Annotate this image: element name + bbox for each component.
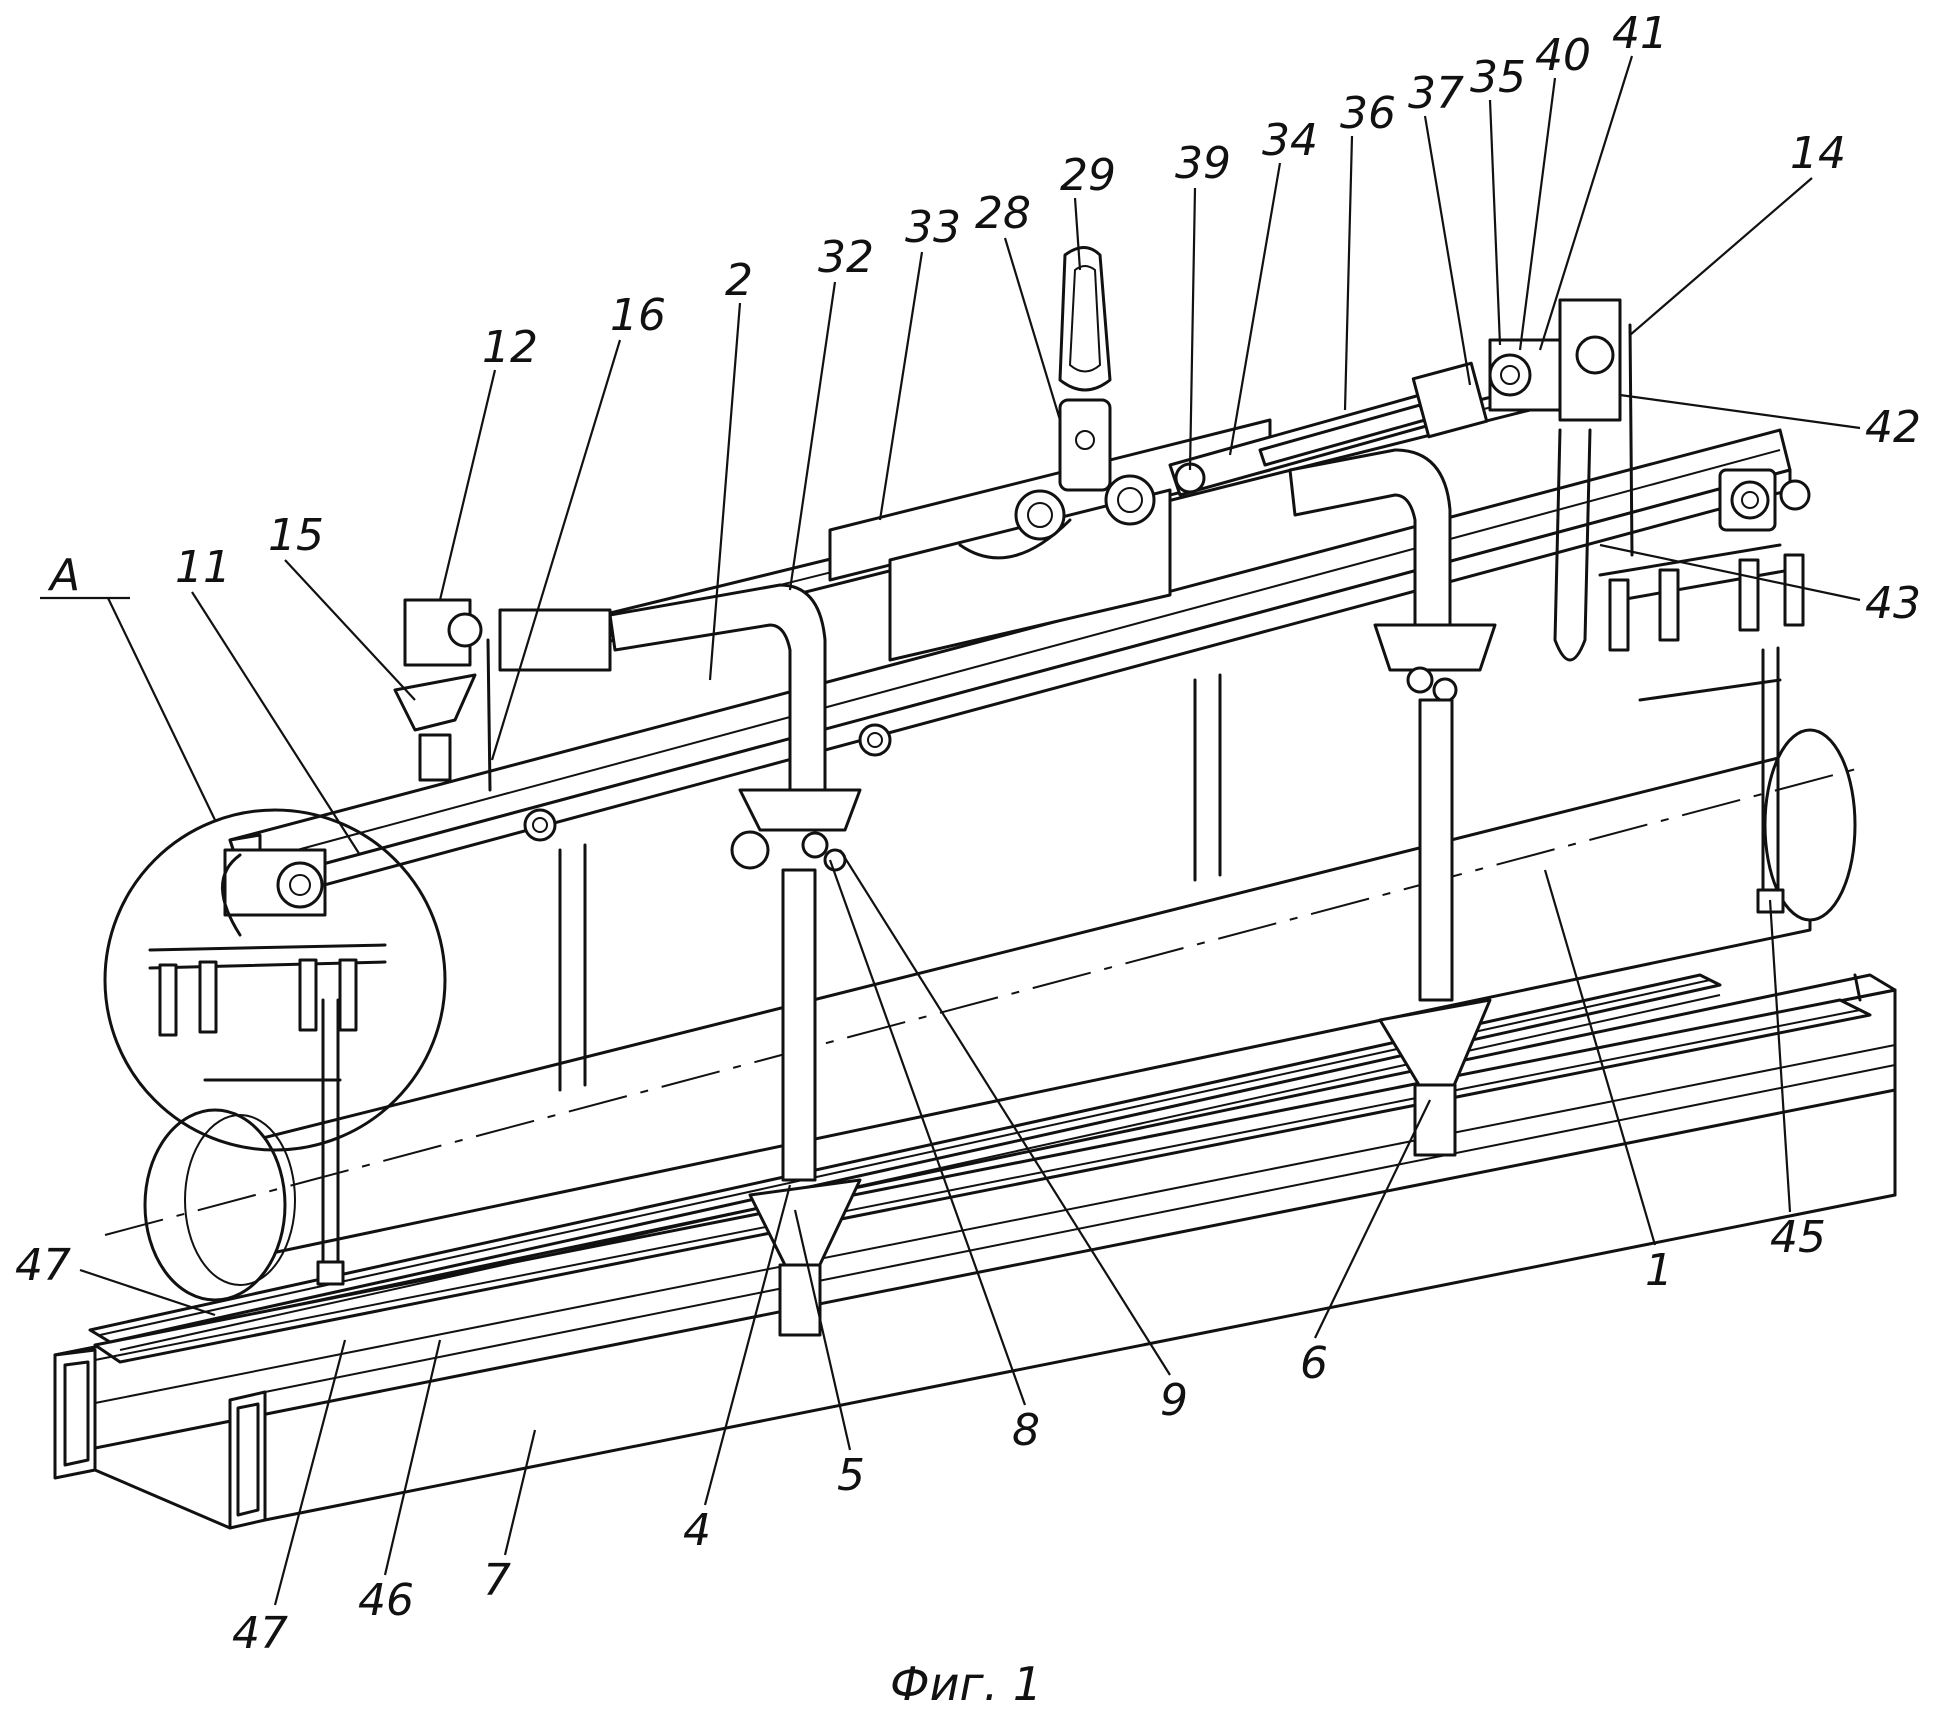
label-11: 11	[175, 542, 231, 593]
label-29: 29	[1060, 150, 1116, 201]
label-5: 5	[837, 1450, 865, 1501]
label-47-top: 47	[15, 1240, 71, 1291]
right-arm	[1288, 448, 1497, 1157]
label-36: 36	[1340, 88, 1396, 139]
label-43: 43	[1865, 578, 1921, 629]
detail-view-A	[103, 808, 447, 1286]
view-label-A-leader	[107, 597, 216, 821]
label-8: 8	[1012, 1405, 1040, 1456]
label-28: 28	[975, 188, 1031, 239]
cylinder	[1168, 361, 1489, 497]
main-beam	[228, 428, 1792, 1092]
label-46: 46	[358, 1575, 414, 1626]
label-41: 41	[1612, 8, 1668, 59]
pipe	[104, 728, 1861, 1302]
left-drive	[393, 598, 612, 792]
label-40: 40	[1535, 30, 1591, 81]
view-label-A: A	[47, 550, 80, 601]
right-drive	[1488, 298, 1811, 662]
label-33: 33	[905, 202, 961, 253]
label-45: 45	[1770, 1212, 1826, 1263]
label-7: 7	[483, 1555, 511, 1606]
part-labels: A 12 16 2 32 33 28 29 39 34 36 37 35 40 …	[15, 8, 1921, 1659]
label-47-bottom: 47	[232, 1608, 288, 1659]
label-1: 1	[1645, 1245, 1673, 1296]
label-35: 35	[1470, 52, 1526, 103]
label-34: 34	[1262, 115, 1318, 166]
label-6: 6	[1300, 1338, 1328, 1389]
label-2: 2	[725, 255, 753, 306]
label-16: 16	[610, 290, 666, 341]
label-42: 42	[1865, 402, 1921, 453]
left-arm	[608, 583, 862, 1337]
label-9: 9	[1160, 1375, 1188, 1426]
label-15: 15	[268, 510, 324, 561]
figure-caption: Фиг. 1	[890, 1657, 1042, 1711]
label-4: 4	[683, 1505, 711, 1556]
label-37: 37	[1408, 68, 1464, 119]
label-32: 32	[818, 232, 874, 283]
lifting-hook	[1014, 246, 1156, 541]
label-14: 14	[1790, 128, 1846, 179]
label-12: 12	[482, 322, 538, 373]
label-39: 39	[1175, 138, 1231, 189]
